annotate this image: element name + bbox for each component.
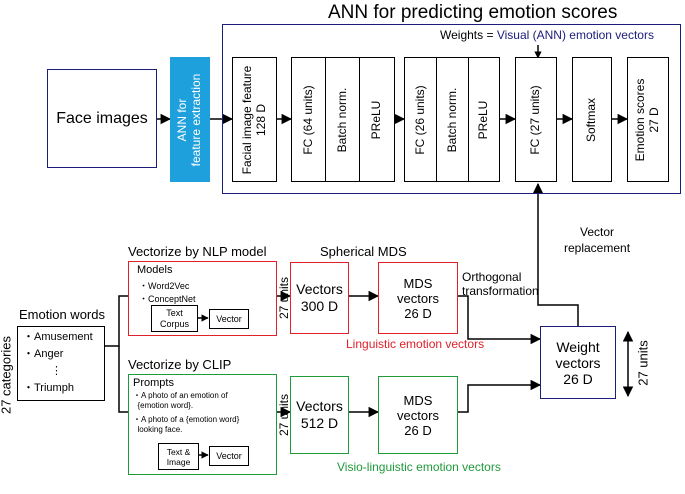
emotion-words-title: Emotion words [19, 307, 105, 322]
layer-label: FC (27 units) [528, 84, 543, 155]
arrow-mds-green-to-weight [458, 379, 542, 413]
layer-label: Batch norm. [444, 87, 459, 152]
weight-units-wrap: 27 units [636, 330, 652, 396]
layer-label: FC (64 units) [300, 84, 315, 155]
bracket-clip [118, 346, 128, 413]
vectors-512-box: Vectors 512 D [290, 376, 349, 454]
weights-label: Weights = Visual (ANN) emotion vectors [440, 27, 654, 43]
emotion-item: ・Anger [23, 348, 64, 360]
weights-visual-label: Visual (ANN) emotion vectors [496, 28, 654, 42]
ann-outer-box [222, 24, 681, 194]
layer-fc27: FC (27 units) [515, 57, 557, 182]
emotion-item-ellipsis: ⋮ [51, 365, 62, 377]
layer-label: FC (26 units) [412, 84, 427, 155]
vectors-300-box: Vectors 300 D [290, 262, 349, 334]
clip-vector-box: Vector [209, 446, 249, 466]
layer-batchnorm-2: Batch norm. [436, 57, 469, 182]
weight-vectors-label: Weight vectors 26 D [555, 338, 601, 387]
ann-title: ANN for predicting emotion scores [328, 2, 618, 23]
orthogonal-label: Orthogonal transformation [462, 270, 539, 298]
prompt-2: ・A photo of a {emotion word} looking fac… [133, 415, 240, 434]
visio-linguistic-label: Visio-linguistic emotion vectors [337, 460, 501, 474]
layer-fc64: FC (64 units) [291, 57, 326, 182]
emotion-words-box: ・Amusement ・Anger ⋮ ・Triumph [17, 326, 105, 401]
face-images-label: Face images [56, 109, 148, 127]
models-label: Models [137, 264, 173, 276]
clip-title: Vectorize by CLIP [128, 357, 232, 372]
arrow-mds-red-to-weight [458, 295, 542, 345]
nlp-title: Vectorize by NLP model [128, 244, 267, 259]
linguistic-label: Linguistic emotion vectors [346, 337, 485, 351]
model-conceptnet: ・ConceptNet [139, 294, 196, 304]
layer-facial-feature: Facial image feature 128 D [232, 57, 277, 182]
vector-replacement-label: Vector replacement [564, 225, 631, 255]
vectors-512-label: Vectors 512 D [296, 398, 343, 431]
layer-prelu-1: PReLU [359, 57, 395, 182]
layer-prelu-2: PReLU [468, 57, 500, 182]
weight-vectors-box: Weight vectors 26 D [540, 326, 616, 399]
layer-label: Softmax [584, 97, 599, 142]
layer-batchnorm-1: Batch norm. [325, 57, 360, 182]
layer-emotion-scores: Emotion scores 27 D [627, 57, 669, 182]
categories-label: 27 categories [0, 335, 14, 415]
nlp-vector-label: Vector [216, 314, 242, 324]
nlp-box: Models ・Word2Vec ・ConceptNet Text Corpus… [128, 261, 277, 336]
emotion-item: ・Amusement [23, 331, 93, 343]
clip-box: Prompts ・A photo of an emotion of {emoti… [128, 374, 277, 475]
feature-extraction-label: ANN for feature extraction [175, 73, 203, 166]
vectors-300-label: Vectors 300 D [296, 281, 343, 314]
spherical-mds-label: Spherical MDS [320, 244, 407, 259]
nlp-vector-box: Vector [209, 309, 249, 329]
layer-label: PReLU [476, 100, 491, 139]
text-corpus-box: Text Corpus [151, 305, 198, 332]
layer-softmax: Softmax [572, 57, 612, 182]
layer-label: Facial image feature 128 D [239, 65, 268, 174]
weights-prefix: Weights = [440, 28, 497, 42]
mds-green-box: MDS vectors 26 D [378, 376, 458, 454]
emotion-item: ・Triumph [23, 382, 74, 394]
prompts-label: Prompts [133, 377, 174, 389]
prompt-1: ・A photo of an emotion of {emotion word}… [133, 391, 228, 410]
text-image-box: Text & Image [158, 443, 199, 470]
face-images-box: Face images [47, 69, 157, 168]
layer-label: Emotion scores 27 D [633, 78, 661, 161]
feature-extraction-box: ANN for feature extraction [170, 57, 210, 182]
mds-green-label: MDS vectors 26 D [397, 392, 439, 438]
model-word2vec: ・Word2Vec [139, 281, 190, 291]
layer-label: Batch norm. [334, 87, 349, 152]
text-corpus-label: Text Corpus [159, 307, 189, 329]
layer-label: PReLU [369, 100, 384, 139]
mds-red-label: MDS vectors 26 D [397, 275, 439, 321]
bracket-nlp [105, 295, 128, 347]
mds-red-box: MDS vectors 26 D [378, 262, 458, 334]
categories-label-wrap: 27 categories [0, 320, 14, 430]
text-image-label: Text & Image [166, 446, 191, 467]
layer-fc26: FC (26 units) [404, 57, 437, 182]
weight-units-label: 27 units [635, 340, 651, 386]
clip-vector-label: Vector [216, 451, 242, 461]
